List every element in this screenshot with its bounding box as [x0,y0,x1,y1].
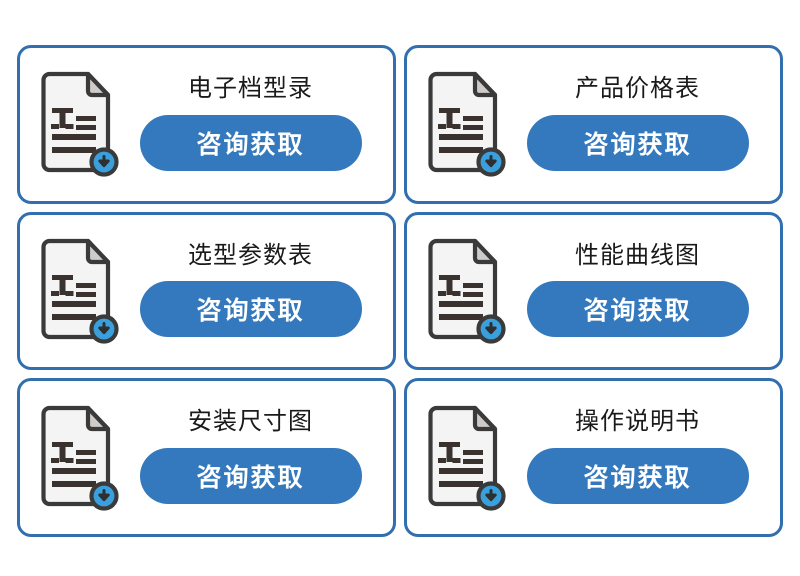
card-title: 产品价格表 [575,75,700,103]
resource-card[interactable]: 选型参数表 咨询获取 [17,211,396,371]
resource-card[interactable]: 性能曲线图 咨询获取 [404,211,783,371]
document-download-icon [38,238,119,344]
consult-button[interactable]: 咨询获取 [526,281,749,338]
document-download-icon [425,405,506,511]
resource-card[interactable]: 安装尺寸图 咨询获取 [17,378,396,537]
consult-button[interactable]: 咨询获取 [139,114,362,171]
resource-card-grid: 电子档型录 咨询获取 [17,45,783,537]
card-title: 性能曲线图 [575,241,700,269]
card-body: 性能曲线图 咨询获取 [509,241,766,339]
resource-card[interactable]: 操作说明书 咨询获取 [404,378,783,537]
card-body: 电子档型录 咨询获取 [122,75,379,172]
consult-button[interactable]: 咨询获取 [139,281,362,338]
card-body: 选型参数表 咨询获取 [122,241,379,339]
document-download-icon [38,72,119,177]
card-body: 操作说明书 咨询获取 [509,409,766,505]
document-download-icon [38,405,119,511]
document-download-icon [425,72,506,177]
consult-button[interactable]: 咨询获取 [526,114,749,171]
card-title: 安装尺寸图 [188,408,313,436]
consult-button[interactable]: 咨询获取 [526,447,749,504]
consult-button[interactable]: 咨询获取 [139,447,362,504]
card-title: 操作说明书 [575,408,700,436]
resource-card[interactable]: 电子档型录 咨询获取 [17,45,396,204]
resource-card[interactable]: 产品价格表 咨询获取 [404,45,783,204]
card-body: 安装尺寸图 咨询获取 [122,409,379,505]
document-download-icon [425,238,506,344]
card-title: 选型参数表 [188,241,313,269]
card-body: 产品价格表 咨询获取 [509,75,766,172]
card-title: 电子档型录 [188,75,313,103]
